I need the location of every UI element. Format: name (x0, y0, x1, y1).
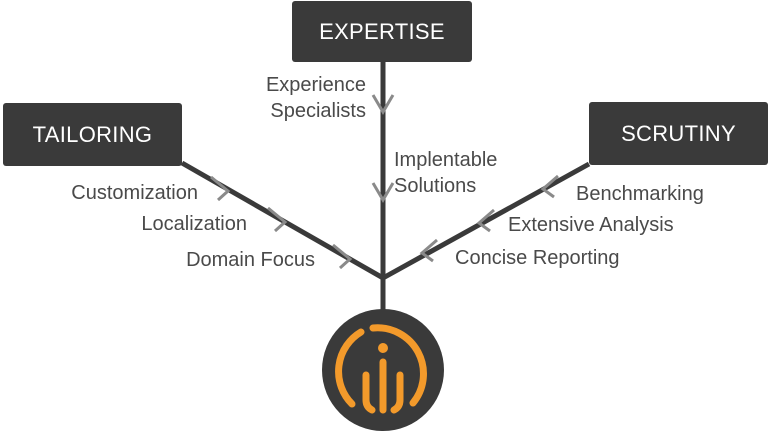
logo (322, 309, 444, 431)
tailoring-title: TAILORING (32, 121, 153, 147)
scrutiny-title: SCRUTINY (621, 120, 736, 146)
scrutiny-box: SCRUTINY (589, 102, 768, 165)
expertise-box: EXPERTISE (292, 1, 472, 62)
chevron-down-left-icon (540, 174, 559, 199)
chevron-down-left-icon (476, 208, 495, 233)
chevron-down-right-icon (267, 206, 288, 233)
scrutiny-item-1: Benchmarking (576, 181, 704, 207)
tailoring-item-1-text: Customization (71, 182, 198, 204)
chevron-down-left-icon (419, 238, 438, 263)
tailoring-item-2-text: Localization (141, 213, 247, 235)
expertise-title: EXPERTISE (319, 18, 445, 44)
chevron-down-right-icon (332, 243, 353, 270)
tailoring-box: TAILORING (3, 103, 182, 166)
tailoring-item-3-text: Domain Focus (186, 249, 315, 271)
scrutiny-item-2-text: Extensive Analysis (508, 214, 674, 236)
scrutiny-item-3: Concise Reporting (455, 245, 620, 271)
tailoring-item-3: Domain Focus (186, 247, 315, 273)
label-line: Implentable (394, 149, 498, 171)
chevron-down-icon (371, 182, 395, 203)
tailoring-item-2: Localization (141, 211, 247, 237)
label-line: Specialists (270, 100, 366, 122)
tailoring-item-1: Customization (71, 180, 198, 206)
label-line: Solutions (394, 175, 477, 197)
scrutiny-item-3-text: Concise Reporting (455, 247, 620, 269)
scrutiny-item-2: Extensive Analysis (508, 212, 674, 238)
chevron-down-icon (371, 94, 395, 115)
line-scrutiny (381, 161, 591, 281)
chevron-down-right-icon (210, 175, 231, 202)
label-line: Experience (265, 74, 366, 96)
scrutiny-item-1-text: Benchmarking (576, 183, 704, 205)
